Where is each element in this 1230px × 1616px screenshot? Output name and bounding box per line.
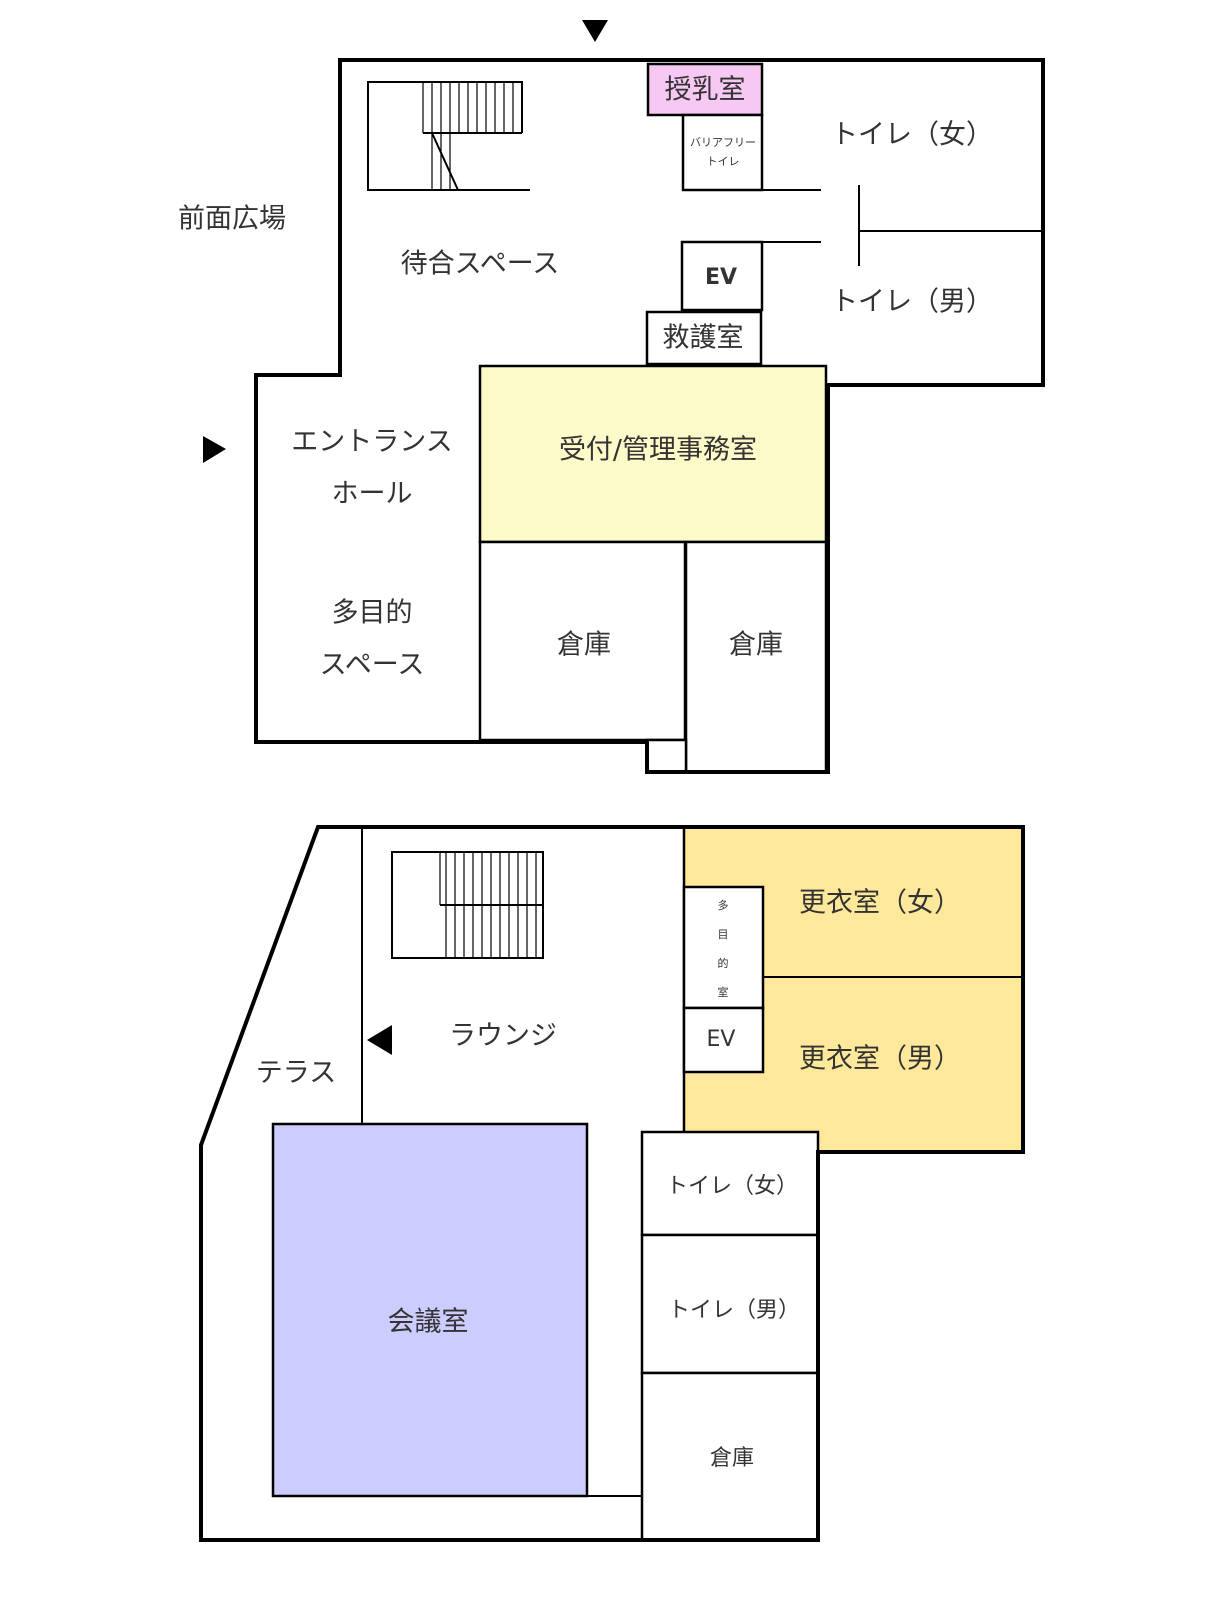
label-barrier-free-1: バリアフリー [690, 136, 756, 149]
floor-2: テラス ラウンジ 多 目 的 室 EV 更衣室（女） 更衣室（男） 会議室 トイ… [199, 825, 1025, 1542]
label-nursing: 授乳室 [665, 75, 746, 106]
floor-1-outline [254, 58, 1045, 774]
label-multi-1: 多目的 [332, 598, 413, 629]
floor-1: 前面広場 待合スペース 授乳室 バリアフリー トイレ トイレ（女） トイレ（男）… [178, 20, 1045, 774]
staircase-1 [367, 81, 530, 191]
reception-office [478, 364, 828, 544]
elevator-1 [680, 240, 764, 312]
barrier-free-toilet [681, 113, 764, 192]
first-aid-room [645, 310, 763, 366]
label-waiting: 待合スペース [401, 249, 560, 280]
multipurpose-room [682, 885, 765, 1010]
label-multi-room-3: 的 [718, 956, 729, 970]
label-storage-2: 倉庫 [729, 630, 783, 661]
entrance-arrow-left [203, 436, 226, 463]
entrance-arrow-top [582, 20, 608, 42]
label-ev-2: EV [707, 1027, 736, 1052]
label-plaza: 前面広場 [178, 204, 286, 235]
label-entrance-2: ホール [332, 479, 413, 510]
label-meeting: 会議室 [388, 1307, 469, 1338]
floor-2-outline [199, 825, 1025, 1542]
label-multi-room-1: 多 [718, 898, 729, 912]
label-first-aid: 救護室 [663, 323, 744, 354]
label-entrance-1: エントランス [291, 427, 452, 458]
label-changing-f: 更衣室（女） [799, 888, 961, 919]
entrance-arrow-lounge [367, 1025, 392, 1055]
label-toilet-m: トイレ（男） [831, 287, 993, 318]
toilet-f-2 [640, 1130, 820, 1237]
label-lounge: ラウンジ [449, 1021, 557, 1052]
label-multi-room-4: 室 [718, 985, 729, 999]
nursing-room [646, 62, 764, 117]
label-storage-3: 倉庫 [710, 1446, 754, 1471]
label-terrace: テラス [256, 1058, 336, 1089]
small-room [645, 738, 688, 774]
label-toilet-f-2: トイレ（女） [666, 1174, 798, 1199]
label-multi-2: スペース [320, 650, 425, 681]
label-multi-room-2: 目 [718, 928, 729, 941]
storage-1 [478, 540, 687, 742]
label-toilet-m-2: トイレ（男） [668, 1298, 800, 1323]
label-toilet-f: トイレ（女） [831, 120, 993, 151]
staircase-2 [391, 851, 544, 959]
label-ev: EV [705, 265, 737, 290]
elevator-2 [682, 1006, 765, 1074]
meeting-room [271, 1122, 589, 1498]
label-reception: 受付/管理事務室 [559, 435, 757, 466]
label-barrier-free-2: トイレ [707, 155, 740, 168]
label-storage-1: 倉庫 [557, 630, 611, 661]
label-changing-m: 更衣室（男） [799, 1044, 961, 1075]
storage-2 [684, 540, 828, 774]
